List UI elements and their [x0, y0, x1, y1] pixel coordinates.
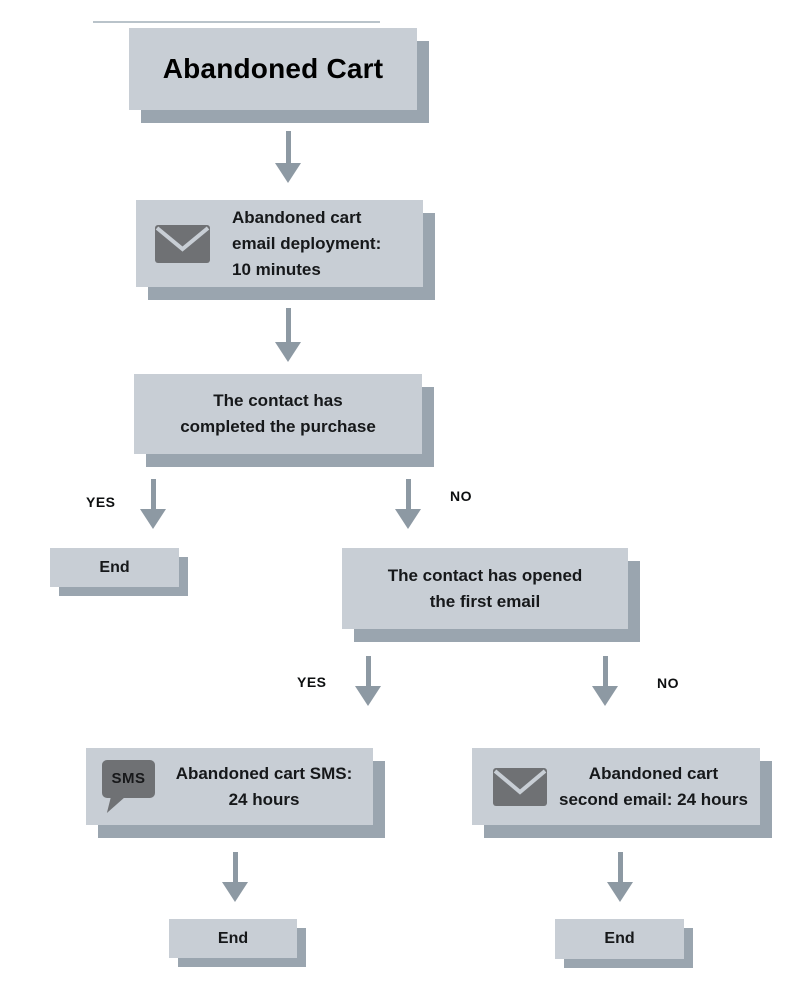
- arrow-stem: [602, 656, 608, 686]
- end-node-label: End: [217, 929, 249, 947]
- arrow-stem: [232, 852, 238, 882]
- decision-purchase-text: The contact has completed the purchase: [180, 388, 376, 440]
- node-text-line: Abandoned cart SMS:: [175, 763, 353, 783]
- node-text-line: completed the purchase: [180, 417, 376, 436]
- node-text-line: 24 hours: [228, 789, 300, 809]
- end-node-label: End: [99, 558, 130, 576]
- email-deploy-node: Abandoned cart email deployment: 10 minu…: [136, 200, 423, 287]
- email-icon: [493, 767, 547, 806]
- arrow-purchase-yes: [140, 479, 166, 529]
- arrow-head: [355, 686, 381, 706]
- branch-label-yes-purchase: YES: [86, 494, 116, 510]
- sms-node-text: Abandoned cart SMS: 24 hours: [155, 761, 373, 813]
- decision-opened-node: The contact has opened the first email: [342, 548, 628, 629]
- node-text-line: email deployment:: [232, 233, 382, 253]
- start-node: Abandoned Cart: [129, 28, 417, 110]
- second-email-text: Abandoned cart second email: 24 hours: [547, 761, 760, 813]
- sms-node: SMS Abandoned cart SMS: 24 hours: [86, 748, 373, 825]
- arrow-stem: [617, 852, 623, 882]
- arrow-stem: [285, 131, 291, 163]
- arrow-stem: [150, 479, 156, 509]
- node-text-line: the first email: [429, 591, 541, 611]
- arrow-purchase-no: [395, 479, 421, 529]
- end-node-label: End: [604, 930, 635, 947]
- decision-opened-text: The contact has opened the first email: [388, 563, 583, 615]
- sms-icon-bubble: SMS: [102, 760, 155, 813]
- arrow-opened-yes: [355, 656, 381, 706]
- email-deploy-text: Abandoned cart email deployment: 10 minu…: [210, 205, 423, 283]
- branch-label-yes-opened: YES: [297, 674, 327, 690]
- arrow-stem: [365, 656, 371, 686]
- branch-label-no-opened: NO: [657, 675, 679, 691]
- end-node-purchase: End: [50, 548, 179, 587]
- arrow-head: [275, 342, 301, 362]
- node-text-line: The contact has opened: [387, 565, 583, 585]
- arrow-opened-no: [592, 656, 618, 706]
- arrow-head: [140, 509, 166, 529]
- sms-icon-tail: [106, 796, 127, 813]
- arrow-start-to-email: [275, 131, 301, 183]
- node-text-line: The contact has: [213, 391, 343, 410]
- arrow-stem: [285, 308, 291, 342]
- arrow-head: [607, 882, 633, 902]
- sms-icon: SMS: [102, 760, 155, 813]
- decorative-line: [93, 21, 380, 23]
- arrow-sms-to-end: [222, 852, 248, 902]
- node-text-line: Abandoned cart: [232, 207, 362, 227]
- node-text-line: 10 minutes: [232, 259, 321, 279]
- decision-purchase-node: The contact has completed the purchase: [134, 374, 422, 454]
- end-node-email: End: [555, 919, 684, 959]
- second-email-node: Abandoned cart second email: 24 hours: [472, 748, 760, 825]
- end-node-sms: End: [169, 919, 297, 958]
- arrow-head: [592, 686, 618, 706]
- node-text-line: Abandoned cart: [588, 763, 719, 783]
- arrow-second-email-to-end: [607, 852, 633, 902]
- arrow-head: [275, 163, 301, 183]
- arrow-head: [395, 509, 421, 529]
- branch-label-no-purchase: NO: [450, 488, 472, 504]
- arrow-stem: [405, 479, 411, 509]
- node-text-line: second email: 24 hours: [559, 789, 748, 809]
- email-icon: [155, 224, 210, 263]
- arrow-head: [222, 882, 248, 902]
- start-node-label: Abandoned Cart: [162, 53, 384, 84]
- arrow-email-to-decision: [275, 308, 301, 362]
